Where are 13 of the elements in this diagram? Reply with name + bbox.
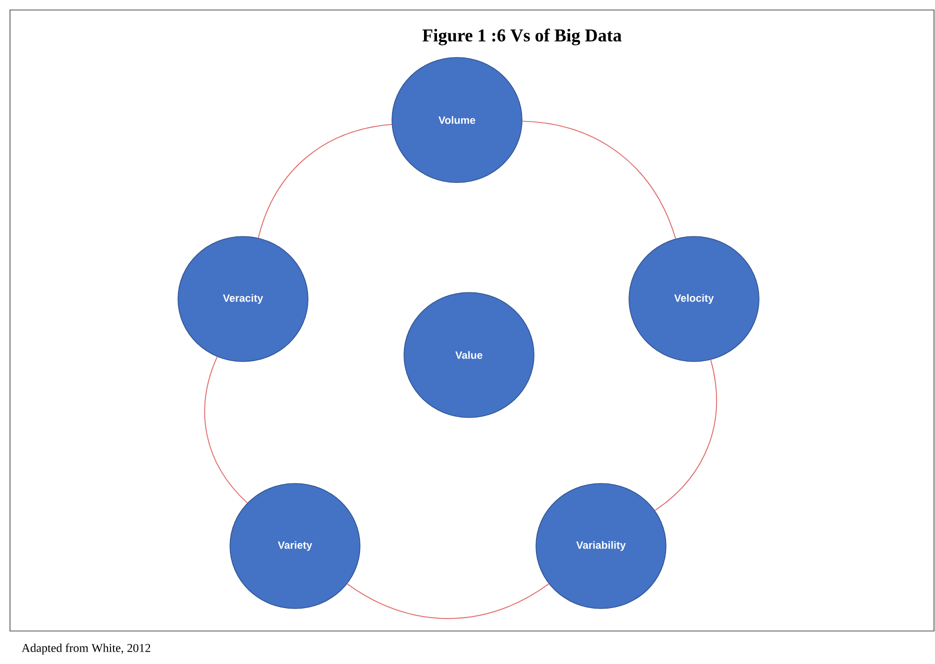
ring-arc	[258, 124, 392, 238]
title: Figure 1 :6 Vs of Big Data	[422, 28, 622, 46]
circle-node: Value	[404, 292, 534, 418]
ring-arc	[654, 359, 717, 511]
circle-node: Veracity	[178, 236, 308, 362]
ring-arc	[346, 583, 550, 619]
caption: Adapted from White, 2012	[22, 643, 150, 654]
circle-node: Variety	[230, 483, 360, 609]
ring-arc	[522, 120, 676, 240]
circle-node: Variability	[536, 483, 666, 609]
ring-arc	[204, 356, 248, 504]
circle-node: Volume	[392, 57, 522, 183]
circle-node: Velocity	[628, 236, 760, 362]
